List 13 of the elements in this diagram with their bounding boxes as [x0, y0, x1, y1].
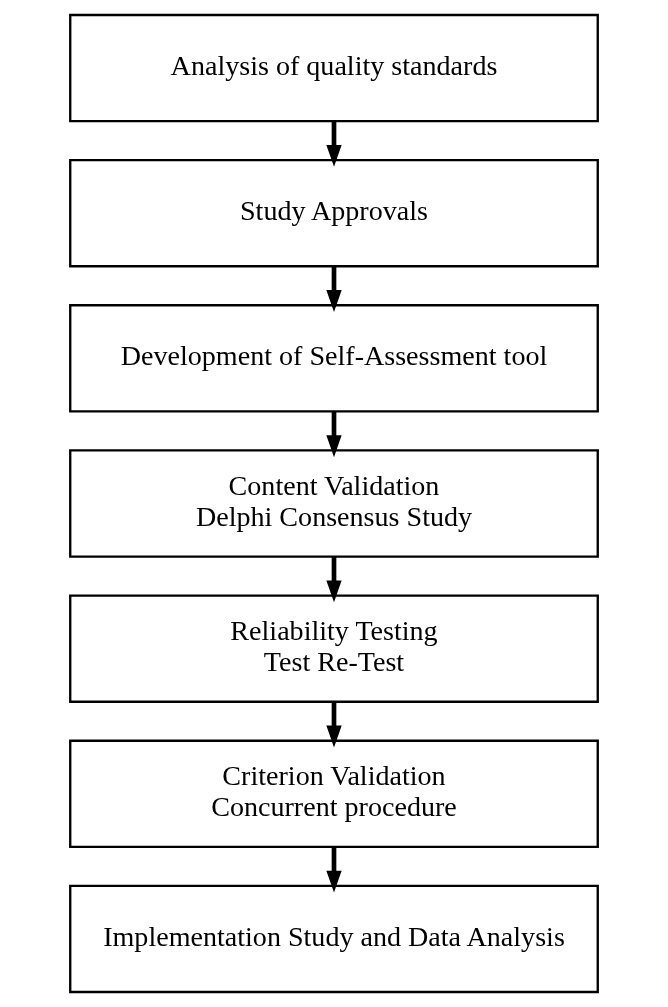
arrow [326, 847, 342, 893]
arrow [326, 266, 342, 312]
node-box: Implementation Study and Data Analysis [69, 884, 599, 994]
arrow [326, 701, 342, 748]
arrow [326, 556, 342, 603]
node-box: Study Approvals [69, 159, 599, 268]
node-box: Development of Self-Assessment tool [69, 304, 599, 413]
node-box: Criterion Validation Concurrent procedure [69, 739, 599, 848]
node-box: Reliability Testing Test Re-Test [69, 594, 599, 703]
arrow [326, 121, 342, 167]
arrow [326, 411, 342, 458]
node-box: Content Validation Delphi Consensus Study [69, 449, 599, 558]
node-box: Analysis of quality standards [69, 13, 599, 123]
